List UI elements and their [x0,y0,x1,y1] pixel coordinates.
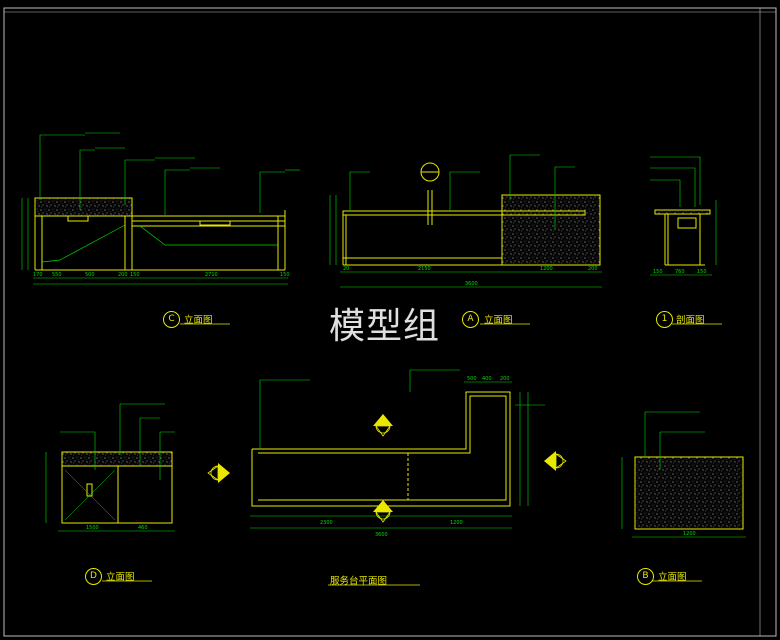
c-dim-5: 150 [130,272,140,278]
c-dim-2: 550 [52,272,62,278]
c-dim-6: 2710 [205,272,218,278]
plan-dim-top-2: 400 [482,376,492,382]
c-elevation-title: 立面图 [184,315,213,326]
plan-view-markers [207,414,567,523]
a-dim-labels: 20 2150 1200 200 3600 [343,266,598,287]
c-elevation-dims [21,198,288,285]
title-underlines [102,323,722,586]
section-dim-1: 150 [653,269,663,275]
a-dim-2: 2150 [418,266,431,272]
plan-dim-total: 3600 [375,532,388,538]
a-elevation-title: 立面图 [484,315,513,326]
plan-title: 服务台平面图 [330,576,388,587]
a-dim-total: 3600 [465,281,478,287]
a-elevation-leaders [349,154,575,230]
sheet-border [3,7,777,637]
d-dim-labels: 1500 460 [86,525,148,531]
section-mark: 1 [656,311,673,328]
c-elevation [34,197,286,271]
section-dim-3: 150 [697,269,707,275]
plan-dim-labels: 2300 1200 3600 500 400 200 [320,376,510,538]
plan-dims [250,381,529,529]
watermark: 模型组 [329,306,441,347]
b-elevation-dims [621,457,746,538]
b-elevation-leaders [644,411,705,470]
a-dim-1: 20 [343,266,349,272]
view-marker-c [373,414,393,437]
b-elevation-title: 立面图 [658,572,687,583]
plan-dim-top-3: 200 [500,376,510,382]
c-dim-1: 170 [33,272,43,278]
c-dim-4: 200 [118,272,128,278]
a-elevation [342,190,601,266]
b-elevation-panel [634,456,744,530]
view-marker-a [373,500,393,523]
c-dim-labels: 170 550 500 200 150 2710 150 [33,272,290,278]
plan-view [251,391,511,507]
a-elevation-dims [329,195,602,288]
b-elevation-mark: B [637,568,654,585]
d-elevation-leaders [60,403,175,480]
section-1 [654,209,711,266]
section-dim-labels: 150 760 150 [653,269,707,275]
plan-dim-2: 1200 [450,520,463,526]
c-dim-3: 500 [85,272,95,278]
section-1-leaders [650,156,701,207]
c-elevation-mark: C [163,311,180,328]
d-dim-1: 1500 [86,525,99,531]
plan-dim-top-1: 500 [467,376,477,382]
a-elevation-mark: A [462,311,479,328]
d-elevation [61,451,173,524]
section-title: 剖面图 [676,315,705,326]
plan-dim-1: 2300 [320,520,333,526]
d-elevation-dims [45,452,175,532]
d-elevation-mark: D [85,568,102,585]
a-dim-4: 200 [588,266,598,272]
section-1-dims [650,200,717,276]
b-dim-1: 1200 [683,531,696,537]
view-marker-b [544,451,567,471]
c-elevation-leaders [39,132,300,215]
view-marker-d [207,463,230,483]
section-dim-2: 760 [675,269,685,275]
d-dim-2: 460 [138,525,148,531]
d-elevation-title: 立面图 [106,572,135,583]
a-dim-3: 1200 [540,266,553,272]
c-dim-7: 150 [280,272,290,278]
